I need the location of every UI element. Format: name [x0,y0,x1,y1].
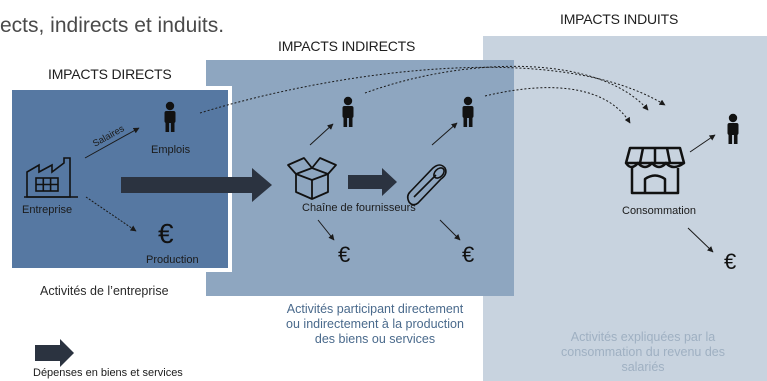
header-indirects: IMPACTS INDIRECTS [278,38,416,54]
box-icon [287,157,337,200]
caption-induits-line2: consommation du revenu des [561,345,725,359]
euro-icon-indirect-2: € [462,242,475,267]
arrow-store-euro [687,227,714,253]
label-production: Production [146,254,199,266]
caption-indirects: Activités participant directement ou ind… [255,302,495,347]
label-consommation: Consommation [622,205,696,217]
arrow-to-production [85,196,137,232]
caption-induits-line1: Activités expliquées par la [570,330,716,344]
dotted-arrow-emplois-direct [199,66,666,114]
caption-induits: Activités expliquées par la consommation… [533,330,753,375]
intro-text: ects, indirects et induits. [0,14,225,37]
person-icon-emplois [164,101,176,132]
header-directs: IMPACTS DIRECTS [48,66,172,82]
dotted-arrow-emplois-indirect-2 [484,87,631,124]
supply-roll-icon [406,164,447,206]
legend-label: Dépenses en biens et services [33,367,183,379]
arrow-roll-euro [439,219,461,241]
induits-panel [483,36,767,381]
legend-thick-arrow-icon [35,339,74,367]
factory-icon [24,157,78,198]
arrow-box-person [309,123,334,146]
euro-icon-induit: € [724,249,737,274]
arrow-to-emplois [84,127,140,159]
caption-indirects-line3: des biens ou services [314,332,436,346]
caption-indirects-line2: ou indirectement à la production [286,317,464,331]
person-icon-indirect-2 [462,96,474,127]
caption-induits-line3: salariés [621,360,665,374]
label-emplois: Emplois [151,144,191,156]
label-chaine-fournisseurs: Chaîne de fournisseurs [302,202,416,214]
label-entreprise: Entreprise [22,204,73,216]
caption-indirects-line1: Activités participant directement [286,302,464,316]
arrow-store-person [689,134,716,153]
person-icon-induit [727,113,739,144]
dotted-flow-arrows [199,65,666,124]
caption-directs: Activités de l’entreprise [40,284,169,298]
thick-arrow-supply [348,168,397,196]
arrow-roll-person [431,122,458,146]
arrow-box-euro [317,219,335,241]
euro-icon-production: € [158,218,174,249]
euro-icon-indirect-1: € [338,242,351,267]
header-induits: IMPACTS INDUITS [560,11,679,27]
person-icon-indirect-1 [342,96,354,127]
store-icon [624,146,686,195]
thick-arrow-main [121,168,272,202]
dotted-arrow-emplois-indirect-1 [364,65,649,111]
